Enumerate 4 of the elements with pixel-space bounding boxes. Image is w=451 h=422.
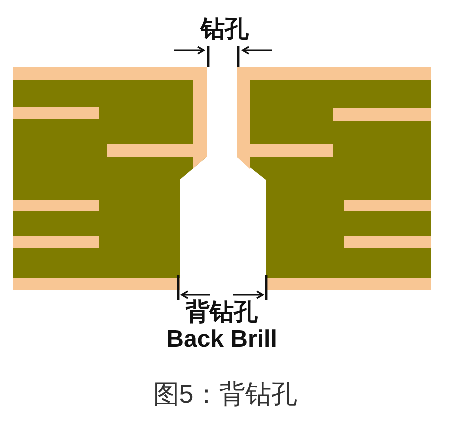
figure-caption: 图5：背钻孔 — [153, 380, 298, 409]
dimension-label: 钻孔 — [201, 17, 249, 44]
dimension-label: Back Brill — [166, 327, 278, 354]
dimension-label: 背钻孔 — [186, 300, 258, 326]
